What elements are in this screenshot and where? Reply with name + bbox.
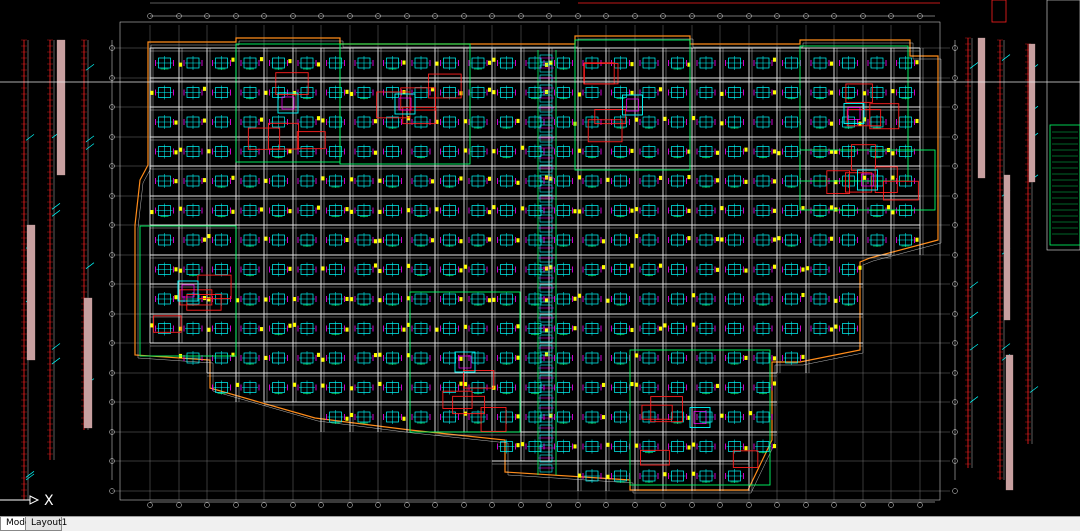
section-details <box>21 0 1080 500</box>
ucs-icon: X <box>0 493 54 509</box>
tab-layout1[interactable]: Layout1 <box>26 517 67 531</box>
axis-bubbles <box>109 13 958 508</box>
drawing-frame <box>111 15 956 503</box>
ucs-x-label: X <box>44 493 54 509</box>
tab-model[interactable]: Model <box>0 517 33 531</box>
layout-tab-bar: Model Layout1 <box>0 516 1080 531</box>
axis-grid-lines <box>112 25 950 500</box>
drawing-canvas[interactable]: X <box>0 0 1080 516</box>
floor-plan <box>134 35 942 494</box>
